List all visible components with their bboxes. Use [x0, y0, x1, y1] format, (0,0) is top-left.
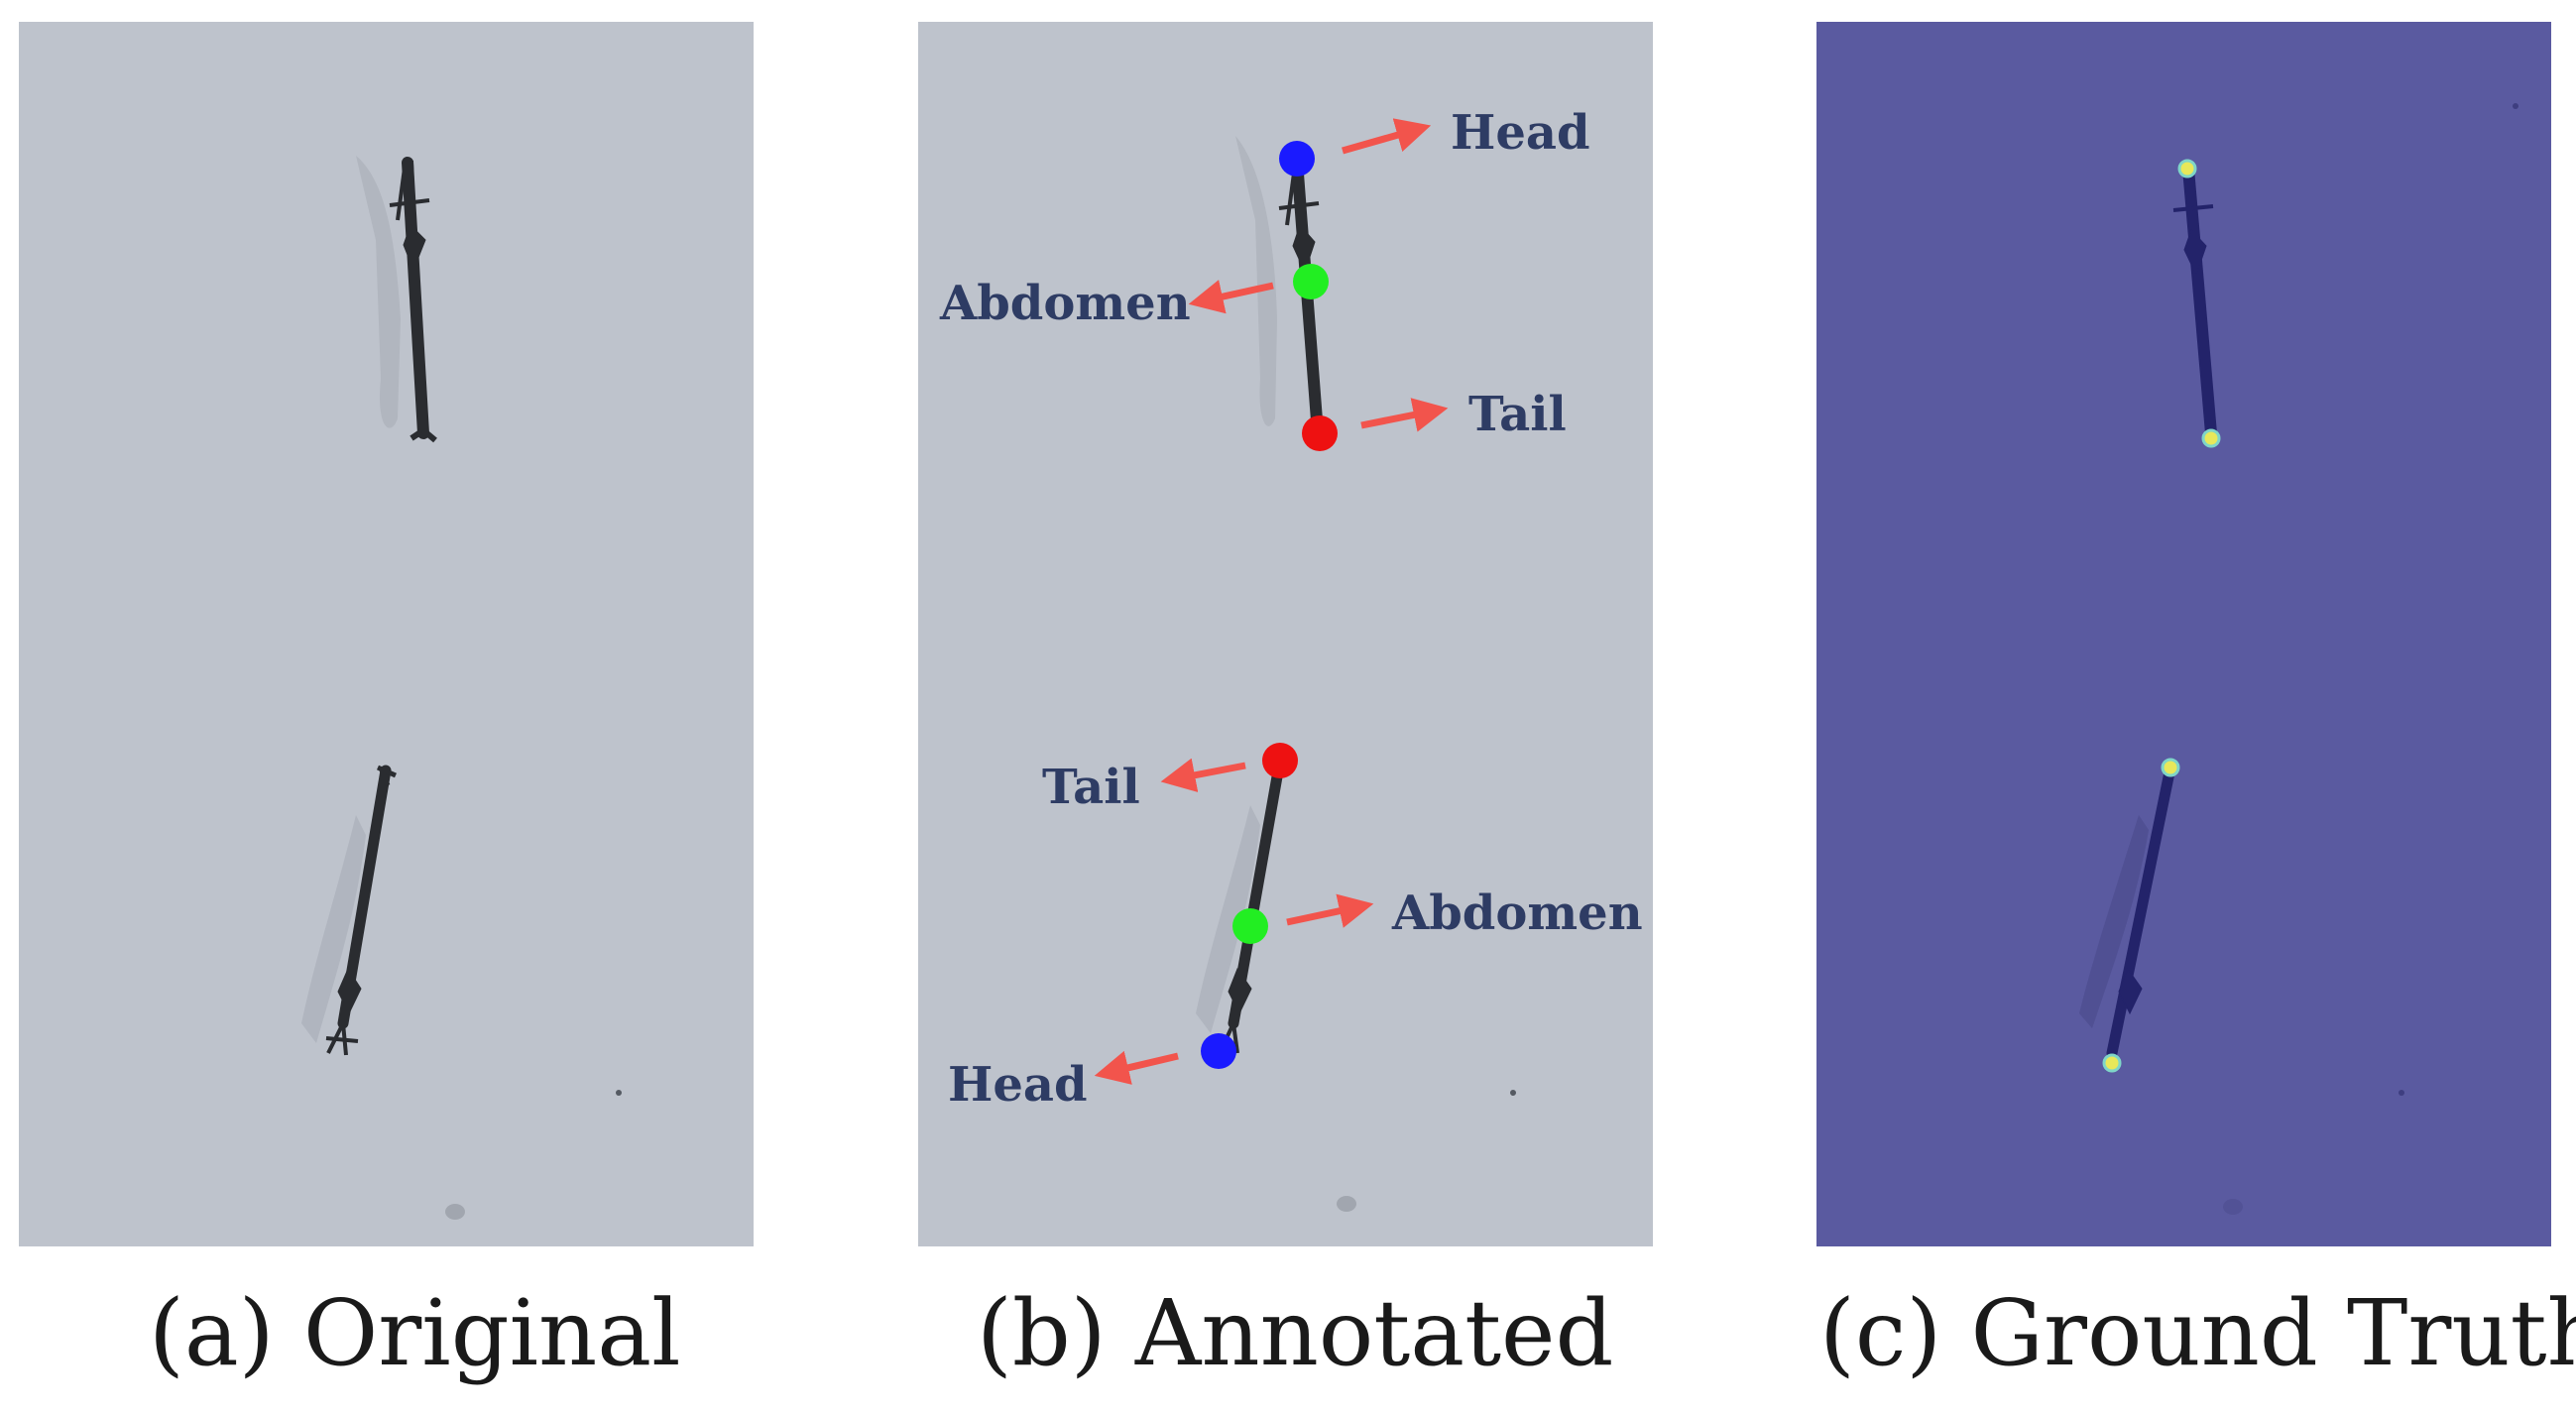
caption-annotated: (b) Annotated: [977, 1280, 1614, 1386]
keypoint-tail-top: [1302, 415, 1338, 451]
keypoint-abdomen-bottom: [1232, 908, 1268, 944]
keypoint-abdomen-top: [1293, 264, 1329, 299]
shrimp-top-gt: [2172, 163, 2217, 439]
arrow-abdomen-bottom: [1286, 893, 1374, 928]
shrimp-bottom-annotated: [1219, 760, 1285, 1054]
label-tail-top: Tail: [1468, 387, 1567, 442]
panel-annotated: Head Abdomen Tail Tail Abdomen Head: [918, 22, 1653, 1246]
arrow-tail-top: [1360, 398, 1449, 432]
heatmap-point-4: [2102, 1053, 2122, 1073]
label-tail-bottom: Tail: [1042, 760, 1140, 815]
original-image: [19, 22, 754, 1246]
panel-original: [19, 22, 754, 1246]
label-head-bottom: Head: [948, 1057, 1088, 1113]
label-head-top: Head: [1451, 105, 1590, 161]
heatmap-point-1: [2177, 159, 2197, 178]
label-abdomen-bottom: Abdomen: [1391, 886, 1643, 941]
heatmap-point-2: [2201, 428, 2221, 448]
arrow-tail-bottom: [1160, 758, 1246, 792]
keypoint-tail-bottom: [1262, 743, 1298, 778]
arrow-abdomen-top: [1188, 280, 1274, 314]
heatmap-point-3: [2161, 758, 2180, 777]
shrimp-bottom-gt: [2106, 762, 2176, 1059]
arrow-head-top: [1342, 118, 1432, 155]
panel-ground-truth: [1816, 22, 2551, 1246]
label-abdomen-top: Abdomen: [939, 276, 1191, 331]
caption-ground-truth: (c) Ground Truth: [1819, 1280, 2576, 1386]
keypoint-head-bottom: [1201, 1033, 1236, 1069]
keypoint-head-top: [1279, 141, 1315, 177]
ground-truth-image: [1816, 22, 2551, 1246]
annotated-image: Head Abdomen Tail Tail Abdomen Head: [918, 22, 1653, 1246]
shrimp-top: [389, 157, 437, 443]
arrow-head-bottom: [1094, 1050, 1179, 1085]
caption-original: (a) Original: [149, 1280, 681, 1386]
shrimp-bottom: [325, 765, 398, 1056]
